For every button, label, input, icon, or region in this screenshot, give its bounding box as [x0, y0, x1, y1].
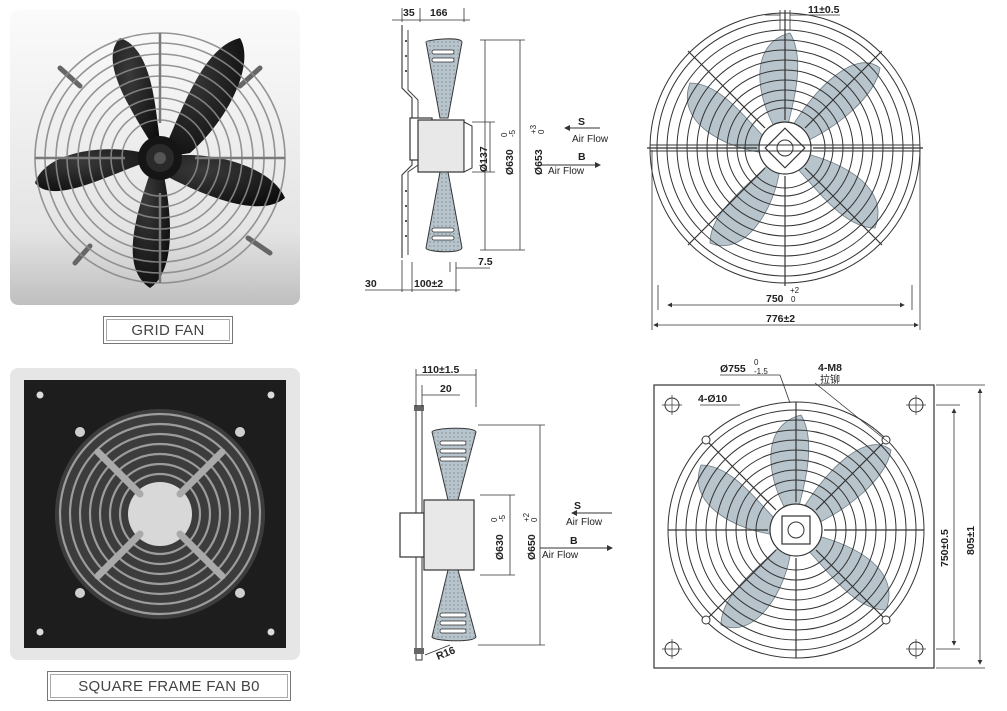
grid-side-dim-653-tol-top: +3	[529, 124, 538, 134]
square-fan-side-drawing: 110±1.5 20 Ø630 0 -5 Ø650 +2 0 R16 S Air…	[380, 355, 630, 675]
grid-fan-side-drawing: 35 166 30 100±2 7.5 Ø137 Ø630 0 -5 Ø653 …	[360, 0, 630, 300]
grid-fan-photo	[10, 10, 300, 305]
square-frame-fan-photo	[10, 368, 300, 660]
grid-side-airflow-s-label: Air Flow	[572, 134, 609, 145]
grid-side-dim-653: Ø653	[533, 149, 545, 175]
grid-side-airflow-b: B	[578, 151, 586, 163]
grid-front-dim-750-tol-bot: 0	[791, 295, 796, 304]
square-front-dim-805: 805±1	[965, 526, 977, 555]
grid-side-dim-137: Ø137	[478, 146, 490, 172]
square-front-dim-4-10: 4-Ø10	[698, 393, 727, 405]
square-side-dim-r16: R16	[435, 644, 458, 662]
square-side-dim-20: 20	[440, 383, 452, 395]
grid-side-dim-166: 166	[430, 7, 448, 19]
grid-side-dim-30: 30	[365, 278, 377, 290]
grid-side-dim-630-tol-top: 0	[500, 132, 509, 137]
grid-front-dim-776: 776±2	[766, 313, 795, 325]
square-front-dim-750: 750±0.5	[939, 529, 951, 567]
square-frame-fan-caption: SQUARE FRAME FAN B0	[47, 671, 291, 701]
square-side-dim-650: Ø650	[526, 534, 538, 560]
grid-side-dim-35: 35	[403, 7, 415, 19]
grid-fan-caption-text: GRID FAN	[131, 321, 205, 339]
square-side-airflow-s-label: Air Flow	[566, 517, 603, 528]
grid-front-dim-11: 11±0.5	[808, 4, 840, 16]
square-front-dim-4m8: 4-M8	[818, 362, 842, 374]
grid-side-dim-630-tol-bot: -5	[508, 129, 517, 137]
square-fan-front-drawing: Ø755 0 -1.5 4-M8 拉铆 4-Ø10 750±0.5 805±1	[640, 355, 1000, 685]
square-front-dim-4m8-sub: 拉铆	[820, 373, 840, 386]
square-frame-fan-caption-text: SQUARE FRAME FAN B0	[78, 677, 260, 695]
square-side-airflow-b: B	[570, 535, 578, 547]
square-side-dim-650-tol-bot: 0	[530, 517, 539, 522]
grid-side-airflow-s: S	[578, 116, 585, 128]
square-front-dim-755-tol-top: 0	[754, 358, 759, 367]
grid-front-dim-750: 750	[766, 293, 784, 305]
grid-side-dim-653-tol-bot: 0	[537, 129, 546, 134]
square-side-dim-650-tol-top: +2	[522, 512, 531, 522]
grid-side-dim-7-5: 7.5	[478, 256, 493, 268]
grid-side-airflow-b-label: Air Flow	[548, 166, 585, 177]
square-side-dim-630-tol-bot: -5	[498, 514, 507, 522]
grid-fan-caption: GRID FAN	[103, 316, 233, 344]
grid-fan-front-drawing: 11±0.5 750 +2 0 776±2	[640, 0, 930, 335]
square-front-dim-755: Ø755	[720, 363, 746, 375]
square-side-airflow-b-label: Air Flow	[542, 550, 579, 561]
grid-front-dim-750-tol-top: +2	[790, 286, 800, 295]
square-side-dim-110: 110±1.5	[422, 364, 459, 376]
square-front-dim-755-tol-bot: -1.5	[754, 367, 768, 376]
square-side-airflow-s: S	[574, 500, 581, 512]
grid-side-dim-100: 100±2	[414, 278, 443, 290]
grid-side-dim-630: Ø630	[504, 149, 516, 175]
square-side-dim-630: Ø630	[494, 534, 506, 560]
square-side-dim-630-tol-top: 0	[490, 517, 499, 522]
